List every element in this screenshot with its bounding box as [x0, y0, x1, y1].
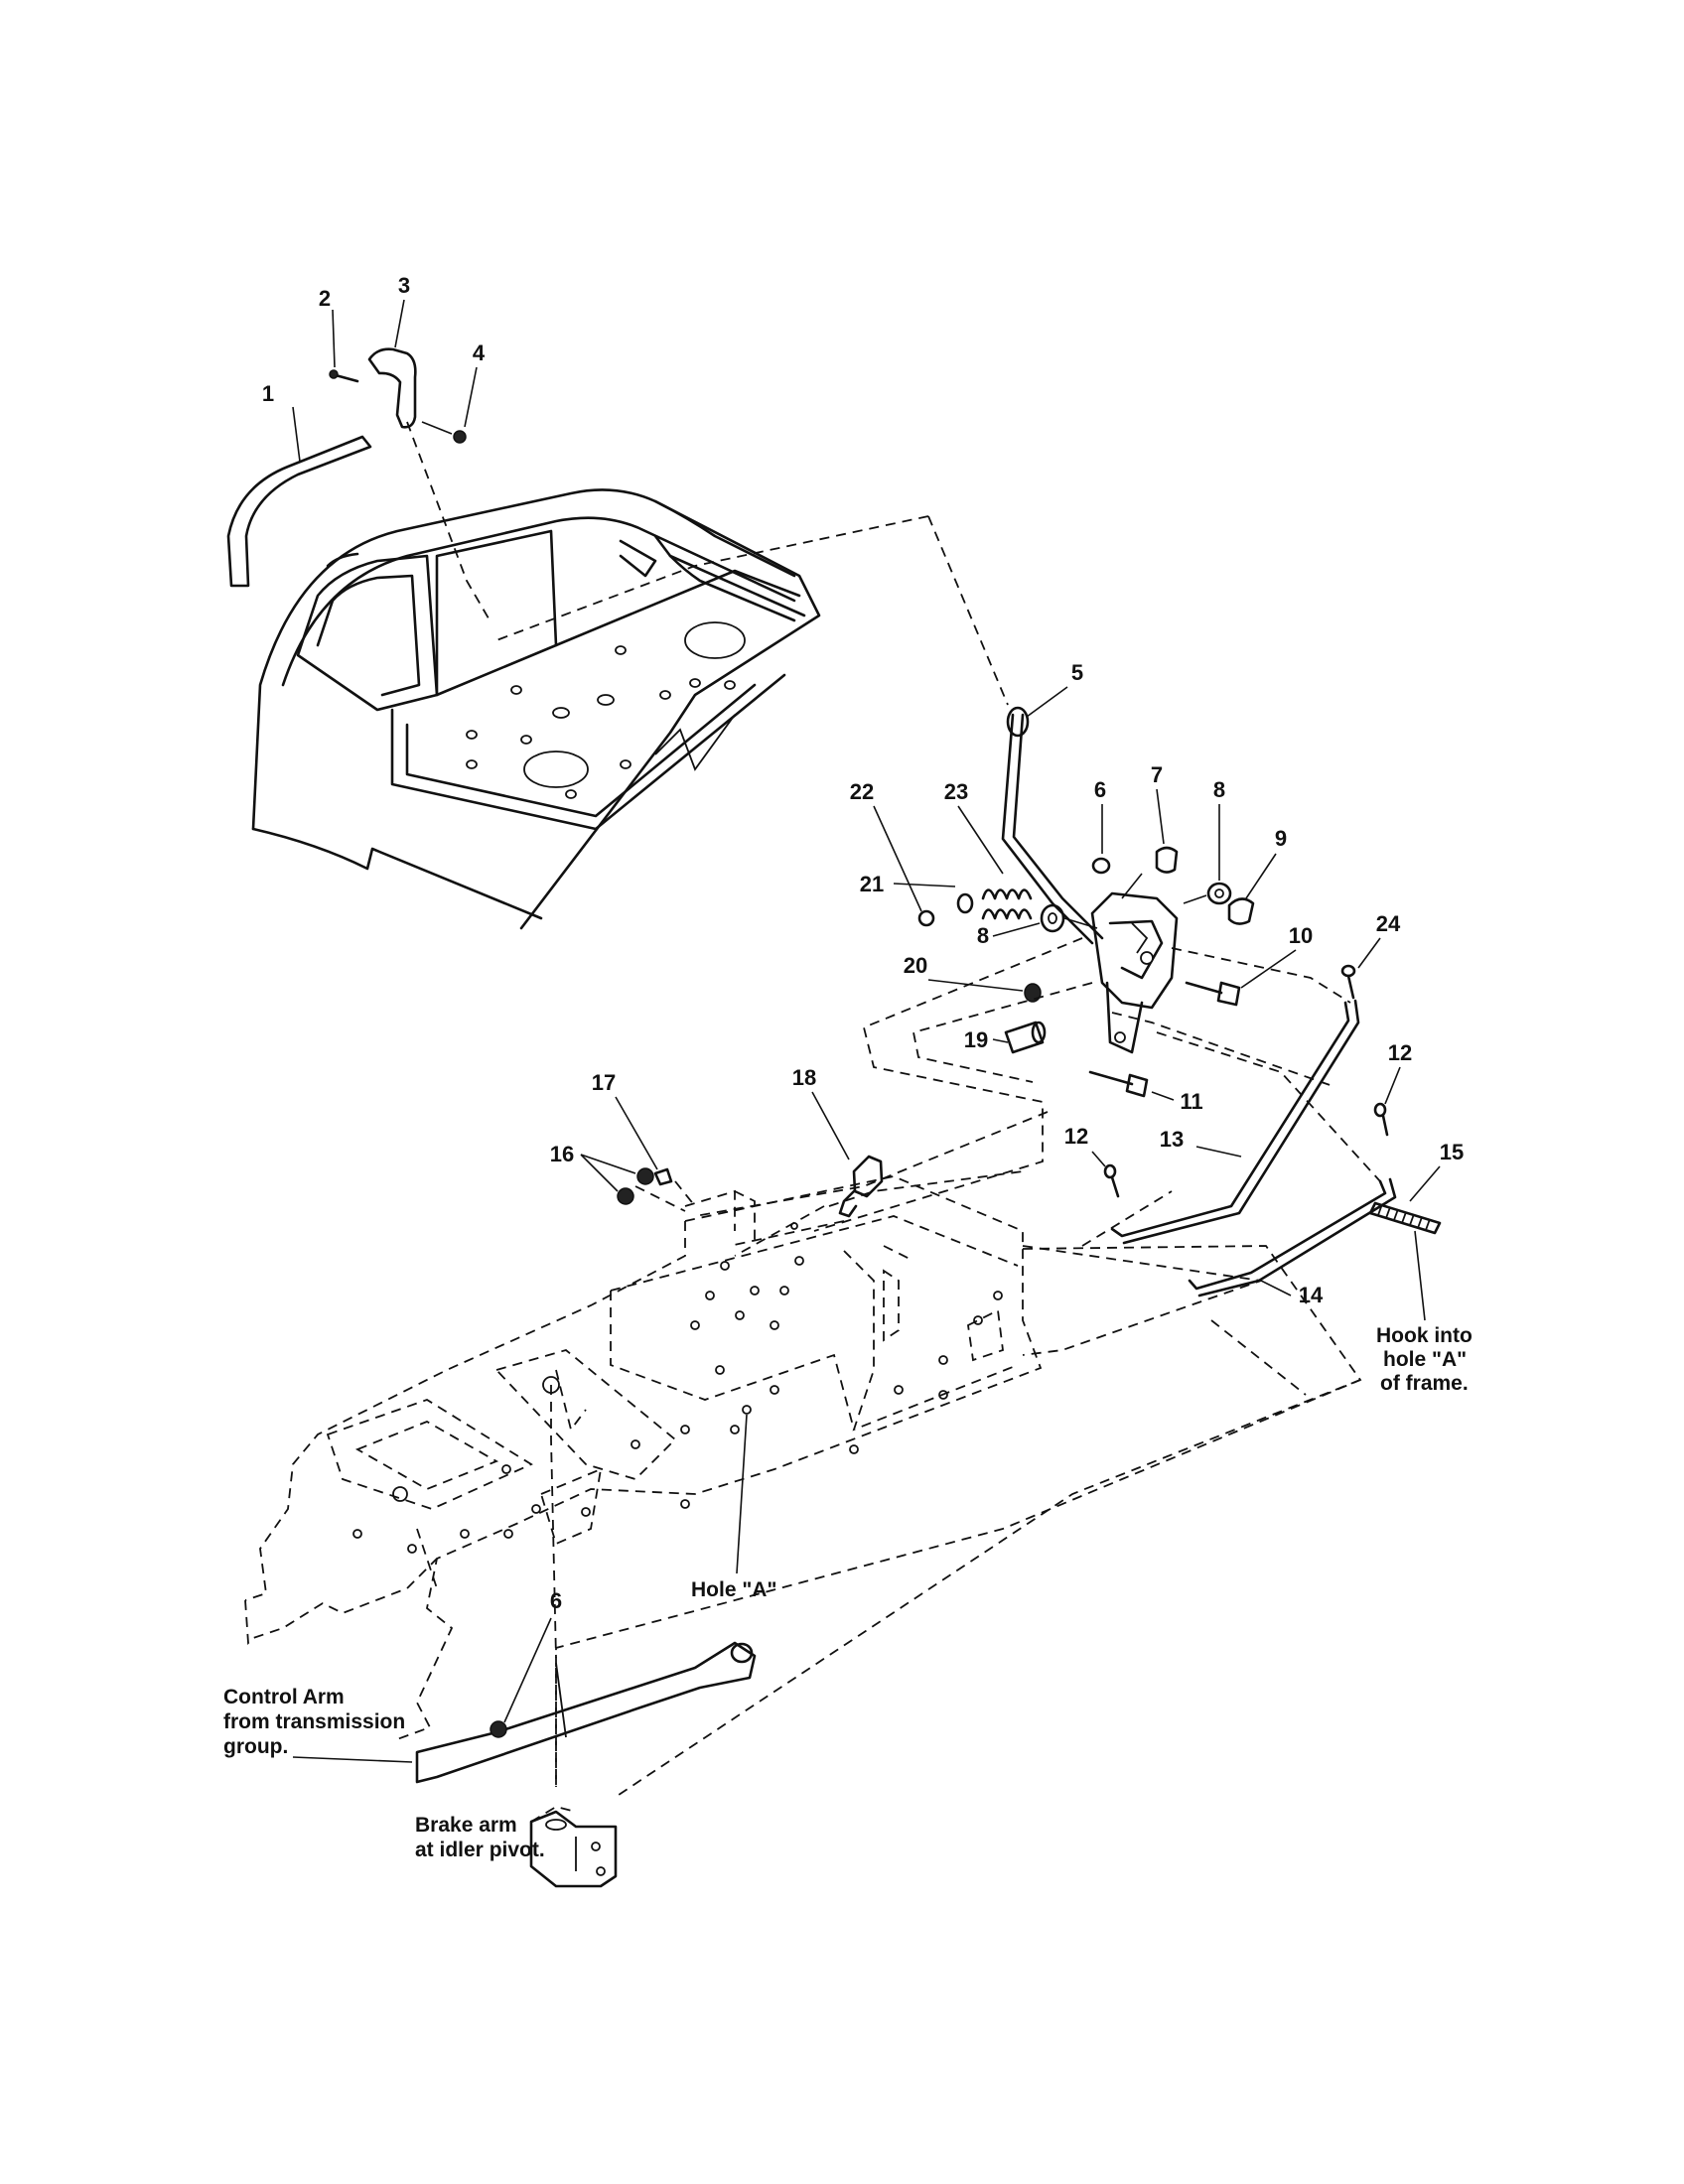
washer-6 — [1091, 804, 1111, 875]
brake-arm-line2: at idler pivot. — [415, 1839, 545, 1861]
spacer-19 — [992, 1021, 1047, 1054]
washer-8a — [1183, 804, 1232, 905]
callout-11: 11 — [1180, 1089, 1202, 1114]
nut-20 — [927, 979, 1042, 1003]
screw-2 — [329, 309, 359, 383]
callout-10: 10 — [1289, 923, 1313, 948]
callout-1: 1 — [262, 381, 274, 406]
screw-17 — [615, 1096, 696, 1207]
callout-6a: 6 — [1094, 777, 1106, 802]
callout-labels: 1 2 3 4 5 6 7 8 9 22 23 21 8 10 24 20 19… — [262, 273, 1464, 1613]
lever-handle — [367, 299, 492, 624]
hook-note-line3: of frame. — [1380, 1372, 1469, 1395]
callout-20: 20 — [904, 953, 927, 978]
cotter-pin-12b — [1373, 1066, 1401, 1137]
brake-arm-line1: Brake arm — [415, 1814, 517, 1837]
callout-7: 7 — [1151, 762, 1163, 787]
switch-18 — [729, 1091, 884, 1257]
callout-19: 19 — [964, 1027, 988, 1052]
callout-23: 23 — [944, 779, 968, 804]
frame-holes — [352, 1222, 1003, 1554]
callout-8a: 8 — [1213, 777, 1225, 802]
callout-21: 21 — [860, 872, 884, 896]
callout-22: 22 — [850, 779, 874, 804]
brake-arm — [529, 1806, 618, 1888]
hook-note-line1: Hook into — [1376, 1324, 1473, 1347]
shift-plate — [1090, 891, 1179, 1054]
callout-18: 18 — [792, 1065, 816, 1090]
spring-15 — [1368, 1165, 1442, 1321]
rod-14 — [1188, 1177, 1397, 1297]
bushing-9 — [1227, 853, 1277, 925]
callout-17: 17 — [592, 1070, 616, 1095]
callout-13: 13 — [1160, 1127, 1184, 1152]
fender-deck — [251, 488, 821, 930]
callout-9: 9 — [1275, 826, 1287, 851]
callout-24: 24 — [1376, 911, 1401, 936]
hook-note-line2: hole "A" — [1383, 1348, 1467, 1371]
control-arm-line2: from transmission — [223, 1710, 405, 1733]
control-arm — [292, 1617, 757, 1784]
cotter-pin-24 — [1340, 937, 1381, 1000]
callout-4: 4 — [473, 341, 486, 365]
bolt-10 — [1185, 949, 1297, 1007]
hole-a-label: Hole "A" — [691, 1578, 776, 1601]
callout-12a: 12 — [1064, 1124, 1088, 1149]
callout-15: 15 — [1440, 1140, 1464, 1164]
trim-strip — [226, 406, 372, 588]
washer-21 — [893, 883, 974, 914]
callout-14: 14 — [1299, 1283, 1324, 1307]
spring-23 — [957, 805, 1033, 920]
callout-6b: 6 — [550, 1588, 562, 1613]
callout-8b: 8 — [977, 923, 989, 948]
callout-2: 2 — [319, 286, 331, 311]
bolt-11 — [1088, 1070, 1175, 1101]
callout-12b: 12 — [1388, 1040, 1412, 1065]
callout-3: 3 — [398, 273, 410, 298]
rod-13 — [1110, 999, 1360, 1245]
nut-4 — [421, 366, 478, 444]
callout-16: 16 — [550, 1142, 574, 1166]
control-arm-line1: Control Arm — [223, 1686, 345, 1708]
callout-5: 5 — [1071, 660, 1083, 685]
cotter-pin-12a — [1091, 1151, 1120, 1198]
nuts-16 — [580, 1154, 686, 1212]
bushing-7 — [1121, 788, 1179, 899]
annotation-notes: Hook into hole "A" of frame. Hole "A" Co… — [223, 1324, 1473, 1861]
hole-a-pointer — [736, 1405, 752, 1574]
shift-rod-5 — [495, 515, 1104, 945]
washer-8b — [992, 903, 1098, 937]
frame-dash-lines — [550, 1111, 1362, 1798]
nut-22 — [873, 805, 935, 927]
assembly-dash-lines — [813, 937, 1381, 1232]
control-arm-line3: group. — [223, 1735, 288, 1758]
tractor-frame — [244, 1175, 1043, 1740]
